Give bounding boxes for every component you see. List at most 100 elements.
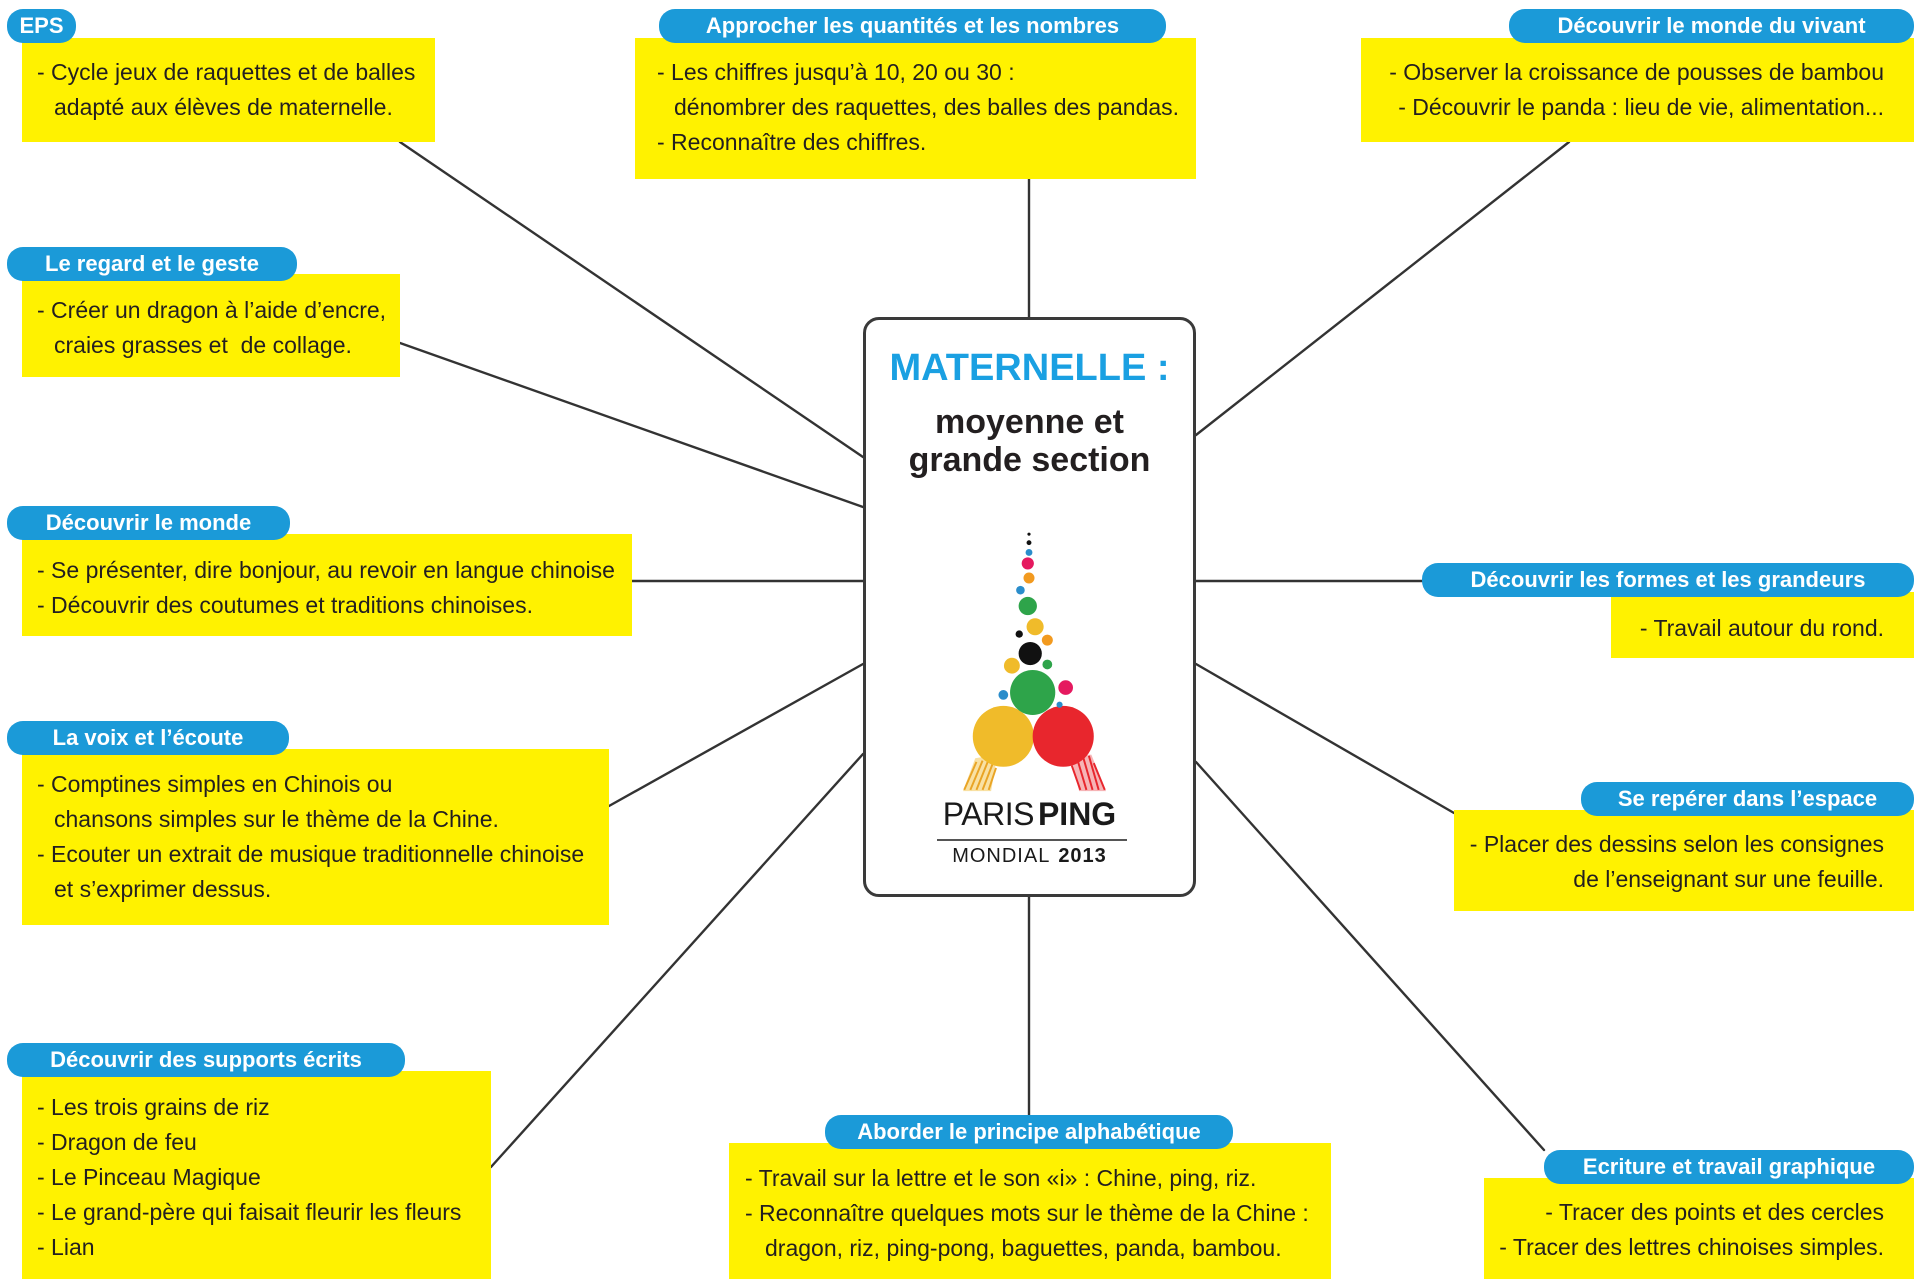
logo-left-leg — [963, 754, 998, 792]
node-alphabet-line: - Travail sur la lettre et le son «i» : … — [745, 1165, 1257, 1191]
logo-dot — [1027, 532, 1031, 536]
logo-subline: MONDIAL 2013 — [866, 844, 1193, 868]
logo-word-mondial: MONDIAL — [952, 845, 1051, 867]
logo-dot — [1041, 634, 1053, 646]
logo-leg-hatch — [975, 759, 990, 791]
logo-year: 2013 — [1058, 845, 1107, 867]
connector-supports — [489, 752, 865, 1169]
logo-leg-shape — [963, 754, 998, 792]
node-alphabet-line: - Reconnaître quelques mots sur le thème… — [745, 1200, 1309, 1226]
node-voix-line: chansons simples sur le thème de la Chin… — [54, 806, 499, 832]
logo-word-paris: PARIS — [942, 796, 1035, 832]
logo-dot — [1056, 701, 1063, 708]
node-monde-line: - Se présenter, dire bonjour, au revoir … — [37, 557, 615, 583]
logo-dot — [1032, 705, 1094, 767]
node-ecriture-line: - Tracer des points et des cercles — [1545, 1199, 1884, 1225]
connector-ecriture — [1194, 760, 1546, 1152]
node-formes-box: - Travail autour du rond. — [1611, 592, 1914, 658]
node-alphabet-title: Aborder le principe alphabétique — [825, 1115, 1233, 1149]
logo-leg-hatch — [969, 760, 984, 791]
node-regard-line: - Créer un dragon à l’aide d’encre, — [37, 297, 387, 323]
node-supports-line: - Le Pinceau Magique — [37, 1164, 261, 1190]
logo-dot — [1015, 630, 1023, 638]
node-formes-title: Découvrir les formes et les grandeurs — [1422, 563, 1914, 597]
logo-leg-hatch — [1087, 755, 1100, 791]
logo-leg-hatch — [1070, 765, 1082, 791]
paris-ping-logo — [963, 532, 1106, 792]
logo-dot — [1021, 557, 1034, 570]
node-alphabet-box: - Travail sur la lettre et le son «i» : … — [729, 1143, 1331, 1279]
logo-dot — [1023, 572, 1035, 584]
node-ecriture-title: Ecriture et travail graphique — [1544, 1150, 1914, 1184]
node-quantites-box: - Les chiffres jusqu’à 10, 20 ou 30 : dé… — [635, 38, 1196, 179]
center-title: MATERNELLE : — [889, 347, 1170, 389]
node-supports-line: - Lian — [37, 1234, 95, 1260]
connector-voix — [607, 662, 865, 808]
node-ecriture-line: - Tracer des lettres chinoises simples. — [1499, 1234, 1884, 1260]
node-supports-line: - Le grand-père qui faisait fleurir les … — [37, 1199, 462, 1225]
logo-dot — [1026, 618, 1044, 636]
logo-dot — [1025, 549, 1033, 556]
node-supports-title: Découvrir des supports écrits — [7, 1043, 405, 1077]
node-ecriture-box: - Tracer des points et des cercles - Tra… — [1484, 1178, 1914, 1279]
node-formes-line: - Travail autour du rond. — [1639, 615, 1884, 641]
center-card: MATERNELLE : moyenne et grande section — [863, 317, 1196, 897]
center-subtitle-line: grande section — [908, 441, 1151, 479]
logo-right-leg — [1070, 754, 1106, 792]
node-voix-box: - Comptines simples en Chinois ou chanso… — [22, 749, 609, 925]
node-quantites-line: - Les chiffres jusqu’à 10, 20 ou 30 : — [657, 59, 1015, 85]
node-supports-line: - Dragon de feu — [37, 1129, 197, 1155]
node-supports-box: - Les trois grains de riz - Dragon de fe… — [22, 1071, 491, 1279]
logo-divider — [937, 839, 1127, 841]
node-eps-line: adapté aux élèves de maternelle. — [54, 94, 393, 120]
node-eps-box: - Cycle jeux de raquettes et de balles a… — [22, 38, 435, 142]
node-vivant-box: - Observer la croissance de pousses de b… — [1361, 38, 1914, 142]
node-monde-box: - Se présenter, dire bonjour, au revoir … — [22, 534, 632, 636]
node-alphabet-line: dragon, riz, ping-pong, baguettes, panda… — [765, 1235, 1282, 1261]
node-regard-box: - Créer un dragon à l’aide d’encre, crai… — [22, 274, 400, 377]
node-voix-line: et s’exprimer dessus. — [54, 876, 272, 902]
node-voix-line: - Comptines simples en Chinois ou — [37, 771, 393, 797]
logo-dot — [998, 690, 1009, 700]
node-espace-line: de l’enseignant sur une feuille. — [1573, 866, 1884, 892]
connector-vivant — [1194, 140, 1571, 437]
node-quantites-line: - Reconnaître des chiffres. — [657, 129, 927, 155]
logo-dot — [1058, 680, 1073, 695]
node-vivant-line: - Découvrir le panda : lieu de vie, alim… — [1398, 94, 1884, 120]
node-eps-title: EPS — [7, 9, 76, 43]
node-espace-line: - Placer des dessins selon les consignes — [1469, 831, 1884, 857]
logo-leg-hatch — [963, 761, 978, 791]
connector-eps — [398, 140, 865, 459]
logo-dot — [1003, 657, 1020, 674]
node-voix-line: - Ecouter un extrait de musique traditio… — [37, 841, 585, 867]
node-regard-title: Le regard et le geste — [7, 247, 297, 281]
logo-dot — [1026, 540, 1032, 546]
node-eps-line: - Cycle jeux de raquettes et de balles — [37, 59, 416, 85]
connector-espace — [1194, 662, 1456, 815]
center-subtitle-line: moyenne et — [935, 403, 1124, 441]
node-supports-line: - Les trois grains de riz — [37, 1094, 270, 1120]
node-monde-title: Découvrir le monde — [7, 506, 290, 540]
node-espace-title: Se repérer dans l’espace — [1581, 782, 1914, 816]
logo-dot — [1010, 669, 1056, 716]
node-voix-title: La voix et l’écoute — [7, 721, 289, 755]
logo-dot — [1018, 641, 1042, 666]
logo-dot — [1016, 585, 1025, 595]
logo-word-ping: PING — [1037, 796, 1117, 832]
logo-dot — [1042, 659, 1053, 670]
node-regard-line: craies grasses et de collage. — [54, 332, 352, 358]
logo-leg-hatch — [1081, 755, 1094, 791]
logo-dot — [1018, 596, 1037, 616]
connector-regard — [398, 341, 865, 509]
logo-dot — [972, 705, 1034, 767]
node-vivant-title: Découvrir le monde du vivant — [1509, 9, 1914, 43]
node-quantites-title: Approcher les quantités et les nombres — [659, 9, 1166, 43]
node-quantites-line: dénombrer des raquettes, des balles des … — [674, 94, 1180, 120]
logo-leg-hatch — [987, 767, 997, 791]
node-vivant-line: - Observer la croissance de pousses de b… — [1389, 59, 1884, 85]
logo-leg-hatch — [1092, 762, 1106, 791]
node-monde-line: - Découvrir des coutumes et traditions c… — [37, 592, 533, 618]
